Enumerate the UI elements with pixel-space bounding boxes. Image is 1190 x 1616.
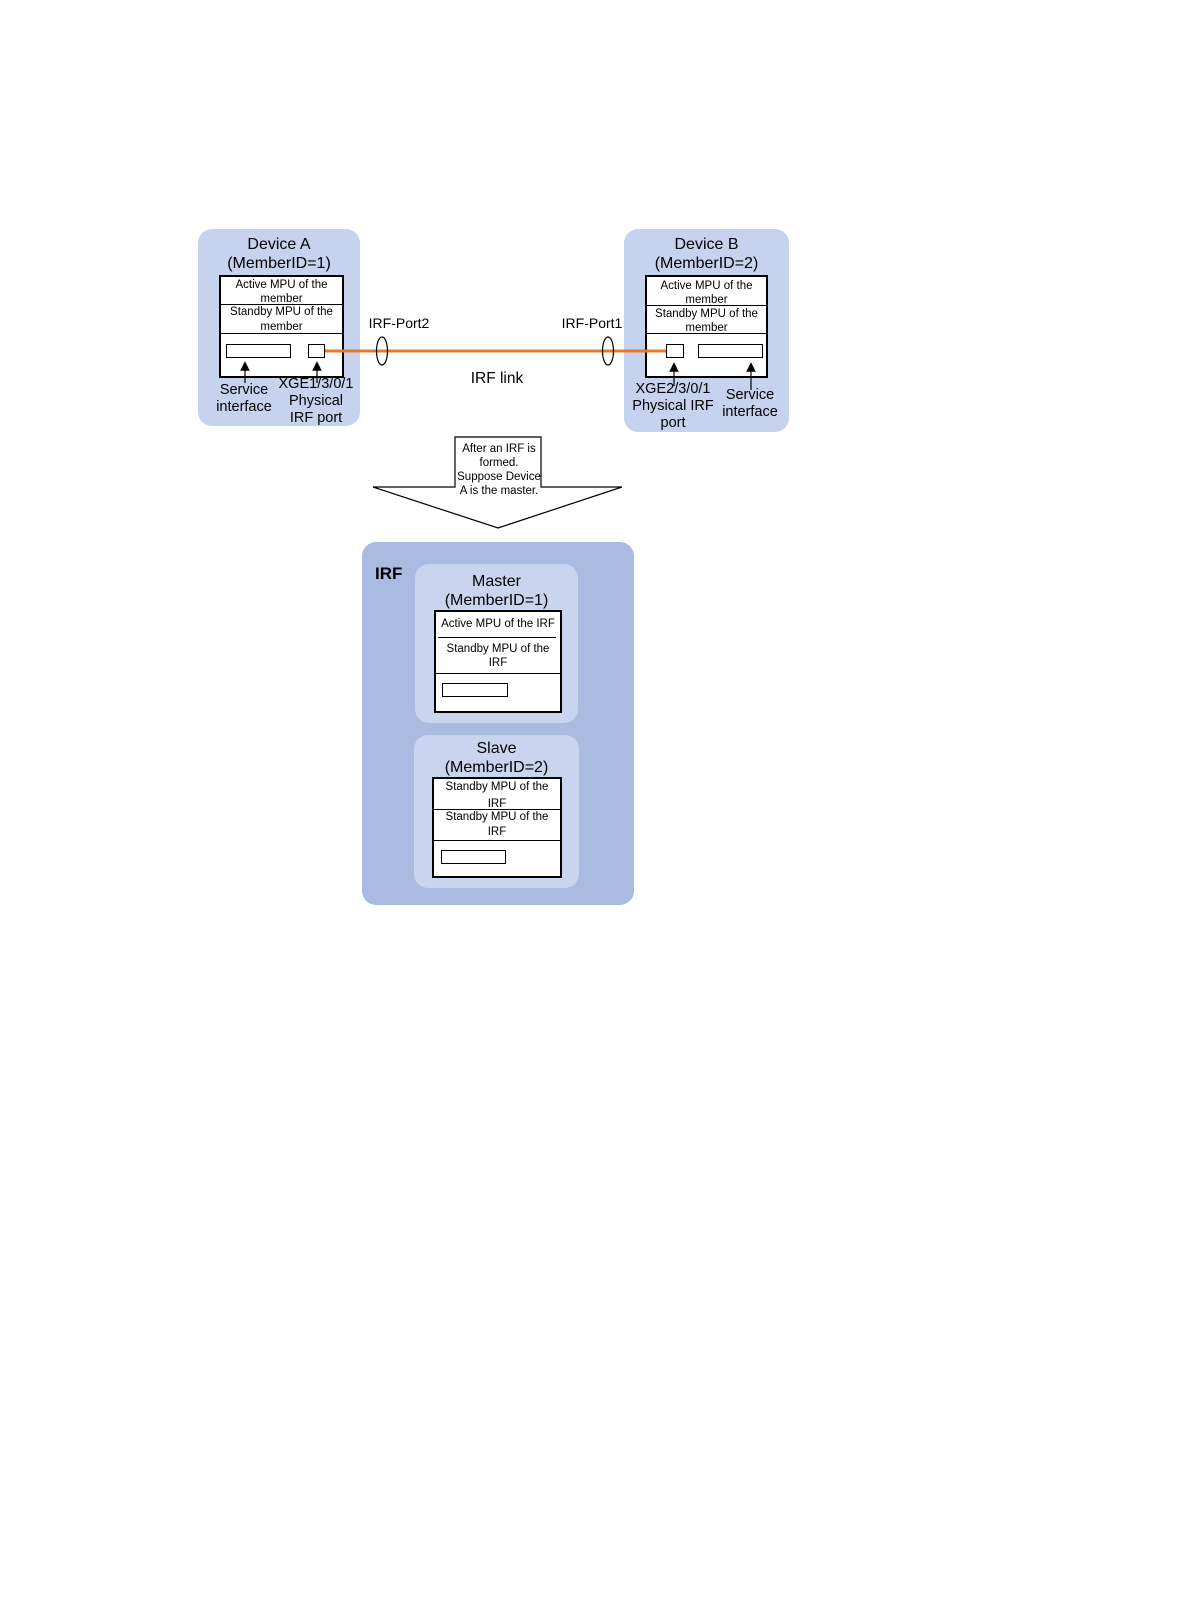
device-b-service-interface xyxy=(698,344,763,358)
transition-text: After an IRF is formed. Suppose Device A… xyxy=(457,443,541,497)
slave-service-interface xyxy=(441,850,506,864)
device-a-irf-port xyxy=(308,344,325,358)
slave-member-id: (MemberID=2) xyxy=(444,759,549,776)
divider xyxy=(647,333,766,334)
master-standby-mpu: Standby MPU of the IRF xyxy=(446,643,550,669)
device-a-service-label: Service interface xyxy=(216,382,272,415)
divider xyxy=(436,673,560,674)
master-active-mpu: Active MPU of the IRF xyxy=(441,618,555,630)
device-a-title: Device A xyxy=(247,236,311,253)
device-a-active-mpu: Active MPU of the member xyxy=(235,279,328,305)
irf-port1-oval xyxy=(601,336,615,366)
device-b-active-mpu: Active MPU of the member xyxy=(660,280,753,306)
divider xyxy=(434,840,560,841)
irf-link-label: IRF link xyxy=(470,370,524,387)
device-b-panel: Device B (MemberID=2) Active MPU of the … xyxy=(624,229,789,432)
irf-label: IRF xyxy=(375,564,403,583)
device-a-chassis: Active MPU of the member Standby MPU of … xyxy=(219,275,344,378)
master-member-id: (MemberID=1) xyxy=(444,592,549,609)
device-a-standby-mpu: Standby MPU of the member xyxy=(230,306,333,333)
device-b-title: Device B xyxy=(674,236,739,253)
device-b-chassis: Active MPU of the member Standby MPU of … xyxy=(645,275,768,378)
device-b-irf-port xyxy=(666,344,684,358)
irf-port2-oval xyxy=(375,336,389,366)
master-title: Master xyxy=(472,573,521,590)
divider xyxy=(434,809,560,810)
master-service-interface xyxy=(442,683,508,697)
device-b-standby-mpu: Standby MPU of the member xyxy=(655,308,758,334)
transition-arrow xyxy=(372,436,623,529)
device-b-port-label: XGE2/3/0/1 Physical IRF port xyxy=(632,381,714,431)
divider xyxy=(647,305,766,306)
master-panel: Master (MemberID=1) Active MPU of the IR… xyxy=(415,564,578,723)
device-b-member-id: (MemberID=2) xyxy=(654,255,759,272)
irf-port1-label: IRF-Port1 xyxy=(561,315,623,331)
irf-port2-label: IRF-Port2 xyxy=(368,315,430,331)
slave-chassis: Standby MPU of the IRF Standby MPU of th… xyxy=(432,777,562,878)
device-a-port-label: XGE1/3/0/1 Physical IRF port xyxy=(278,376,354,426)
slave-panel: Slave (MemberID=2) Standby MPU of the IR… xyxy=(414,735,579,888)
device-a-member-id: (MemberID=1) xyxy=(227,255,331,272)
slave-standby-mpu-2: Standby MPU of the IRF xyxy=(445,811,549,838)
irf-panel: IRF Master (MemberID=1) Active MPU of th… xyxy=(362,542,634,905)
slave-standby-mpu-1: Standby MPU of the IRF xyxy=(445,781,549,810)
device-a-panel: Device A (MemberID=1) Active MPU of the … xyxy=(198,229,360,426)
divider xyxy=(221,333,342,334)
divider xyxy=(221,304,342,305)
device-a-service-interface xyxy=(226,344,291,358)
slave-title: Slave xyxy=(476,740,517,757)
device-b-service-label: Service interface xyxy=(722,387,778,420)
divider xyxy=(438,637,556,638)
master-chassis: Active MPU of the IRF Standby MPU of the… xyxy=(434,610,562,713)
